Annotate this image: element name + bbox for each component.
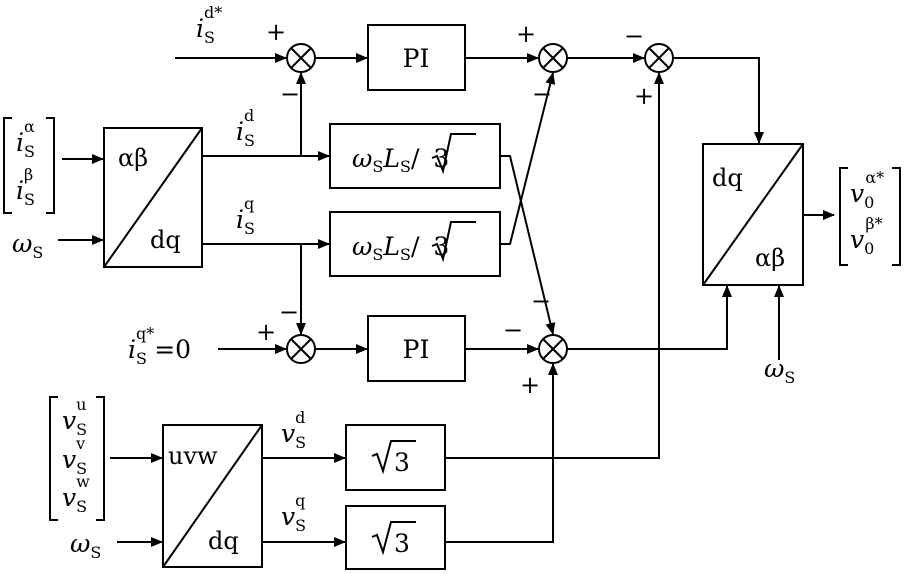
dq-ab-top-label: dq (712, 164, 743, 192)
sqrt-sign-icon (431, 133, 476, 175)
sum-junction-2 (538, 43, 568, 73)
vector-brackets (3, 117, 901, 521)
i-alpha-label: iSα (16, 117, 35, 161)
sign-minus: − (624, 22, 644, 50)
sign-minus: − (280, 80, 300, 108)
sign-plus: + (634, 82, 654, 110)
decouple-q-block: ωSLS/3 (329, 211, 501, 277)
uvw-dq-bottom-label: dq (208, 527, 239, 555)
decouple-d-block: ωSLS/3 (329, 123, 501, 189)
vu-label: vSu (62, 395, 87, 439)
ab-to-dq-block: αβ dq (103, 127, 203, 268)
uvw-dq-top-label: uvw (168, 442, 218, 470)
omega-s-label-2: ωS (764, 354, 795, 387)
junction-signs: + − + − − + + − − − + (256, 18, 654, 399)
uvw-to-dq-block: uvw dq (162, 424, 263, 568)
sum-junction-4 (286, 334, 316, 364)
sqrt3-q-label: 3 (394, 529, 410, 558)
ab-dq-top-label: αβ (118, 144, 148, 172)
sign-minus: − (503, 316, 523, 344)
iq-label: iSq (236, 194, 255, 238)
vd-label: vSd (281, 408, 306, 452)
sqrt-sign-icon (431, 221, 476, 263)
sign-plus: + (266, 18, 286, 46)
dq-to-ab-block: dq αβ (702, 143, 804, 286)
sign-plus: + (520, 371, 540, 399)
i-beta-label: iSβ (16, 165, 35, 209)
dq-ab-bottom-label: αβ (755, 244, 785, 272)
pi-d-label: PI (403, 44, 430, 73)
pi-q-label: PI (403, 335, 430, 364)
sqrt3-d-block: 3 (345, 424, 446, 491)
ab-dq-bottom-label: dq (150, 226, 181, 254)
pi-q-block: PI (367, 315, 466, 382)
omega-s-label-3: ωS (70, 529, 101, 562)
sqrt3-q-block: 3 (345, 505, 446, 570)
decouple-q-text: ωSLS/3 (352, 232, 449, 264)
decouple-d-text: ωSLS/3 (352, 144, 449, 176)
vw-label: vSw (62, 472, 90, 516)
iq-ref-label: iSq*=0 (128, 324, 191, 368)
sqrt3-d-label: 3 (394, 448, 410, 477)
sum-junction-5 (538, 334, 568, 364)
v-alpha-out-label: v0α* (850, 168, 884, 212)
sum-junction-1 (286, 43, 316, 73)
sign-minus: − (532, 80, 552, 108)
signal-wires (58, 53, 835, 547)
sum-junction-3 (644, 43, 674, 73)
sign-minus: − (531, 287, 551, 315)
vv-label: vSv (62, 434, 87, 478)
sign-plus: + (516, 20, 536, 48)
sign-plus: + (256, 318, 276, 346)
sqrt-sign-icon (371, 521, 416, 556)
vq-label: vSq (281, 491, 306, 535)
id-ref-label: iSd* (196, 3, 222, 47)
sqrt-sign-icon (371, 440, 416, 475)
omega-s-label-1: ωS (12, 229, 43, 262)
id-label: iSd (236, 106, 255, 150)
pi-d-block: PI (367, 24, 466, 91)
sign-minus: − (279, 298, 299, 326)
v-beta-out-label: v0β* (850, 214, 883, 258)
